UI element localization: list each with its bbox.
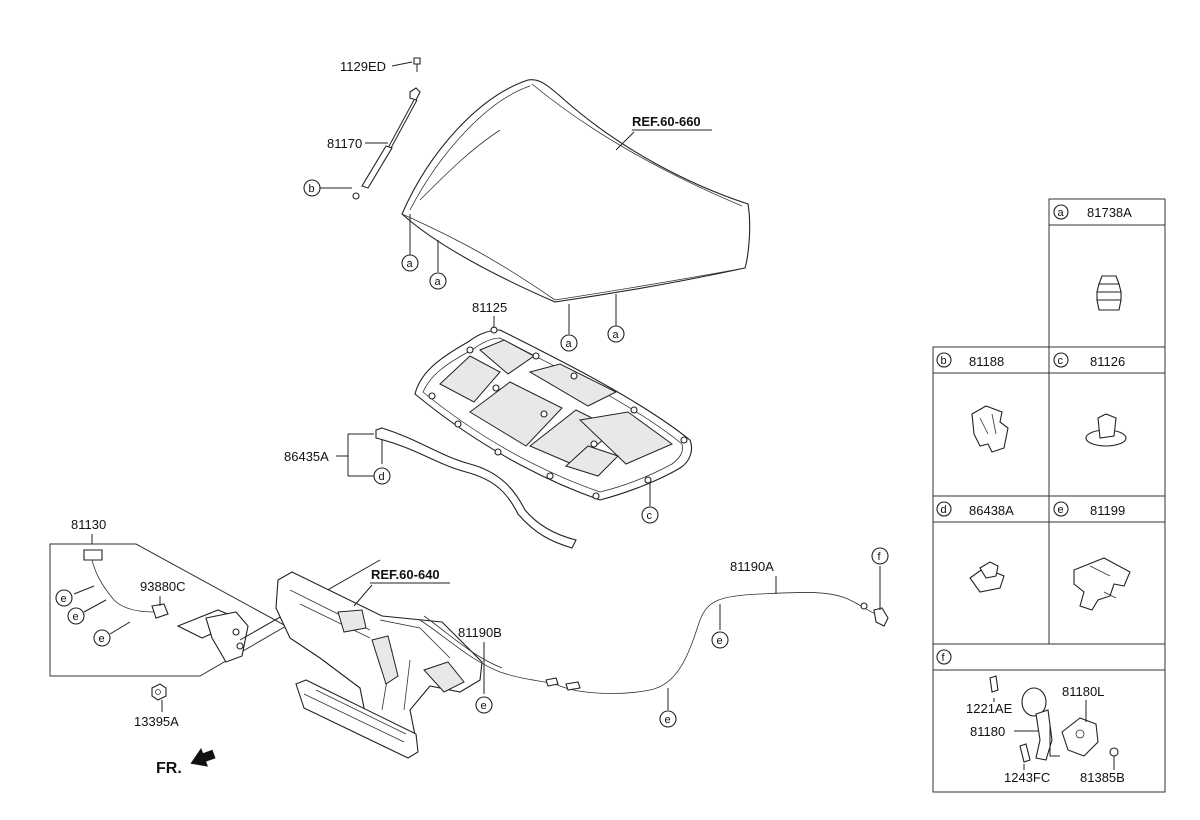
legend-c-part[interactable]: 81126 (1090, 354, 1125, 369)
callout-b-text: b (309, 183, 315, 195)
hood-ref-leader (615, 131, 635, 151)
switch-93880C-label[interactable]: 93880C (140, 579, 186, 594)
legend-cell-f (932, 643, 1166, 793)
panel-ref-leader (353, 584, 373, 607)
callout-e4[interactable]: e (711, 631, 729, 649)
legend-d-part[interactable]: 86438A (969, 503, 1014, 518)
seal-86435A-label[interactable]: 86435A (284, 449, 329, 464)
callout-f-text: f (878, 551, 882, 563)
legend-c-letter: c (1058, 355, 1064, 367)
callout-e1-text: e (61, 593, 67, 605)
callout-e3-text: e (99, 633, 105, 645)
cable-81190A-label[interactable]: 81190A (730, 559, 774, 574)
front-arrow-icon (190, 748, 216, 767)
callout-c[interactable]: c (641, 506, 659, 524)
leader-e3 (109, 621, 131, 635)
panel-ref-label[interactable]: REF.60-640 (371, 567, 440, 582)
legend-d-letter: d (941, 504, 947, 516)
seal-bracket (336, 433, 383, 477)
legend-f-81385B[interactable]: 81385B (1080, 770, 1125, 785)
leader-e2 (83, 599, 107, 613)
callout-a2-text: a (435, 276, 442, 288)
legend-b-part[interactable]: 81188 (969, 354, 1004, 369)
hood-panel (401, 79, 751, 303)
callout-a4[interactable]: a (607, 325, 625, 343)
callout-b[interactable]: b (303, 179, 321, 197)
callout-a3-text: a (566, 338, 573, 350)
leader-e1 (73, 585, 95, 595)
latch-81130-label[interactable]: 81130 (71, 517, 106, 532)
callout-a3[interactable]: a (560, 334, 578, 352)
callout-c-text: c (647, 510, 653, 522)
insulator-81125-label[interactable]: 81125 (472, 300, 507, 315)
callout-e2-text: e (73, 611, 79, 623)
callout-a4-text: a (613, 329, 620, 341)
latch-group-box (49, 543, 288, 677)
clip-81188-icon (971, 405, 1009, 453)
clip-86438A-icon (969, 561, 1005, 593)
callout-e3[interactable]: e (93, 629, 111, 647)
bolt-1129ED-label[interactable]: 1129ED (340, 59, 386, 74)
cable-81190B-label[interactable]: 81190B (458, 625, 502, 640)
callout-f[interactable]: f (871, 547, 889, 565)
legend-f-bracket (1049, 726, 1060, 757)
stay-81170-label[interactable]: 81170 (327, 136, 362, 151)
callout-a2[interactable]: a (429, 272, 447, 290)
nut-13395A (151, 683, 167, 701)
hood-hinge-icon (989, 675, 1119, 763)
front-end-module (275, 571, 483, 759)
callout-e5[interactable]: e (475, 696, 493, 714)
legend-e-part[interactable]: 81199 (1090, 503, 1125, 518)
callout-e1[interactable]: e (55, 589, 73, 607)
callout-a1[interactable]: a (401, 254, 419, 272)
legend-f-1243FC[interactable]: 1243FC (1004, 770, 1050, 785)
latch-assembly (83, 549, 381, 663)
hood-seal (375, 427, 577, 549)
callout-d-text: d (379, 471, 385, 483)
callout-a1-text: a (407, 258, 414, 270)
legend-b-letter: b (941, 355, 947, 367)
callout-e2[interactable]: e (67, 607, 85, 625)
hood-ref-label[interactable]: REF.60-660 (632, 114, 701, 129)
legend-e-letter: e (1058, 504, 1064, 516)
bolt-leader (391, 61, 413, 67)
callout-e6-text: e (665, 714, 671, 726)
legend-a-letter: a (1058, 207, 1065, 219)
bumper-stopper-icon (1096, 275, 1122, 311)
hood-stay (352, 57, 421, 200)
legend-f-81180[interactable]: 81180 (970, 724, 1005, 739)
legend-f-81180L[interactable]: 81180L (1062, 684, 1104, 699)
clip-81126-icon (1085, 413, 1127, 447)
nut-13395A-label[interactable]: 13395A (134, 714, 179, 729)
legend-a-part[interactable]: 81738A (1087, 205, 1132, 220)
cable-clip-81199-icon (1073, 557, 1131, 611)
hood-insulator (414, 326, 693, 501)
callout-d[interactable]: d (373, 467, 391, 485)
callout-e4-text: e (717, 635, 723, 647)
callout-e6[interactable]: e (659, 710, 677, 728)
legend-f-letter: f (942, 652, 946, 664)
callout-e5-text: e (481, 700, 487, 712)
front-label: FR. (156, 760, 182, 777)
legend-table: a 81738A b 81188 c 81126 d 86 (932, 198, 1166, 793)
legend-f-1221AE[interactable]: 1221AE (966, 701, 1013, 716)
legend-cell-a (1048, 198, 1166, 348)
release-cable (419, 591, 889, 694)
